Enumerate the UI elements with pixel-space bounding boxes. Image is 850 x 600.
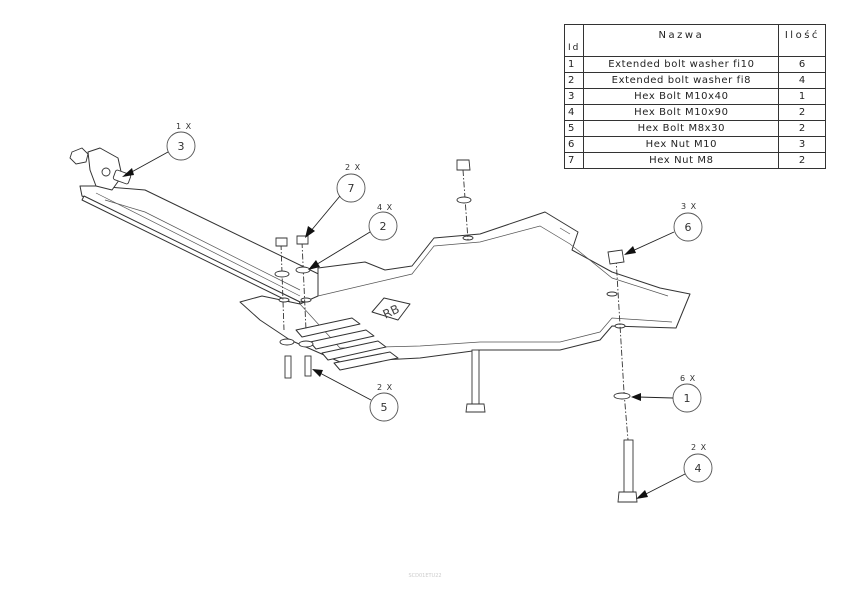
header-id: Id [563,24,585,57]
callout-5: 2 X 5 [312,369,399,422]
row-name: Hex Bolt M8x30 [583,120,780,137]
table-row: 1 Extended bolt washer fi10 6 [563,56,827,73]
callout-1-qty: 6 X [680,374,696,383]
row-name: Extended bolt washer fi8 [583,72,780,89]
hardware-top-center [456,159,472,204]
callout-3-number: 3 [178,140,185,153]
table-row: 4 Hex Bolt M10x90 2 [563,104,827,121]
row-id: 3 [563,88,585,105]
callout-7: 2 X 7 [305,163,366,238]
callout-1: 6 X 1 [631,374,702,413]
callout-6: 3 X 6 [624,202,703,255]
parts-table: Id Nazwa Ilość 1 Extended bolt washer fi… [563,24,827,169]
callout-1-number: 1 [684,392,691,405]
hardware-right [607,249,631,400]
row-qty: 2 [778,104,827,121]
parts-table-header: Id Nazwa Ilość [563,24,827,57]
row-name: Hex Bolt M10x40 [583,88,780,105]
callout-3: 1 X 3 [122,122,196,177]
row-qty: 2 [778,152,827,169]
callout-5-qty: 2 X [377,383,393,392]
callout-2-number: 2 [380,220,387,233]
row-id: 6 [563,136,585,153]
table-row: 6 Hex Nut M10 3 [563,136,827,153]
bolt-m8-left [279,338,314,379]
row-name: Extended bolt washer fi10 [583,56,780,73]
callout-2: 4 X 2 [308,203,398,270]
row-name: Hex Nut M10 [583,136,780,153]
row-id: 1 [563,56,585,73]
row-qty: 3 [778,136,827,153]
table-row: 2 Extended bolt washer fi8 4 [563,72,827,89]
callout-4: 2 X 4 [636,443,713,499]
callout-4-qty: 2 X [691,443,707,452]
callout-4-number: 4 [695,462,702,475]
bolt-m10-center [465,349,486,413]
callout-3-qty: 1 X [176,122,192,131]
row-qty: 4 [778,72,827,89]
row-qty: 1 [778,88,827,105]
mounting-bracket [69,147,132,191]
row-id: 5 [563,120,585,137]
callout-7-qty: 2 X [345,163,361,172]
front-skid-bar [79,185,336,307]
row-qty: 6 [778,56,827,73]
row-qty: 2 [778,120,827,137]
callout-7-number: 7 [348,182,355,195]
row-id: 2 [563,72,585,89]
svg-text:RB: RB [381,302,402,322]
table-row: 5 Hex Bolt M8x30 2 [563,120,827,137]
callout-2-qty: 4 X [377,203,393,212]
callout-6-number: 6 [685,221,692,234]
bolt-m10-right [617,439,638,503]
main-skid-plate: RB [239,211,691,371]
table-row: 3 Hex Bolt M10x40 1 [563,88,827,105]
row-name: Hex Bolt M10x90 [583,104,780,121]
callout-6-qty: 3 X [681,202,697,211]
callout-5-number: 5 [381,401,388,414]
footer-code: SCD01ETU22 [408,573,442,579]
hardware-left-nuts [274,235,311,278]
table-row: 7 Hex Nut M8 2 [563,152,827,169]
row-name: Hex Nut M8 [583,152,780,169]
header-qty: Ilość [778,24,827,57]
row-id: 4 [563,104,585,121]
row-id: 7 [563,152,585,169]
header-name: Nazwa [583,24,780,57]
